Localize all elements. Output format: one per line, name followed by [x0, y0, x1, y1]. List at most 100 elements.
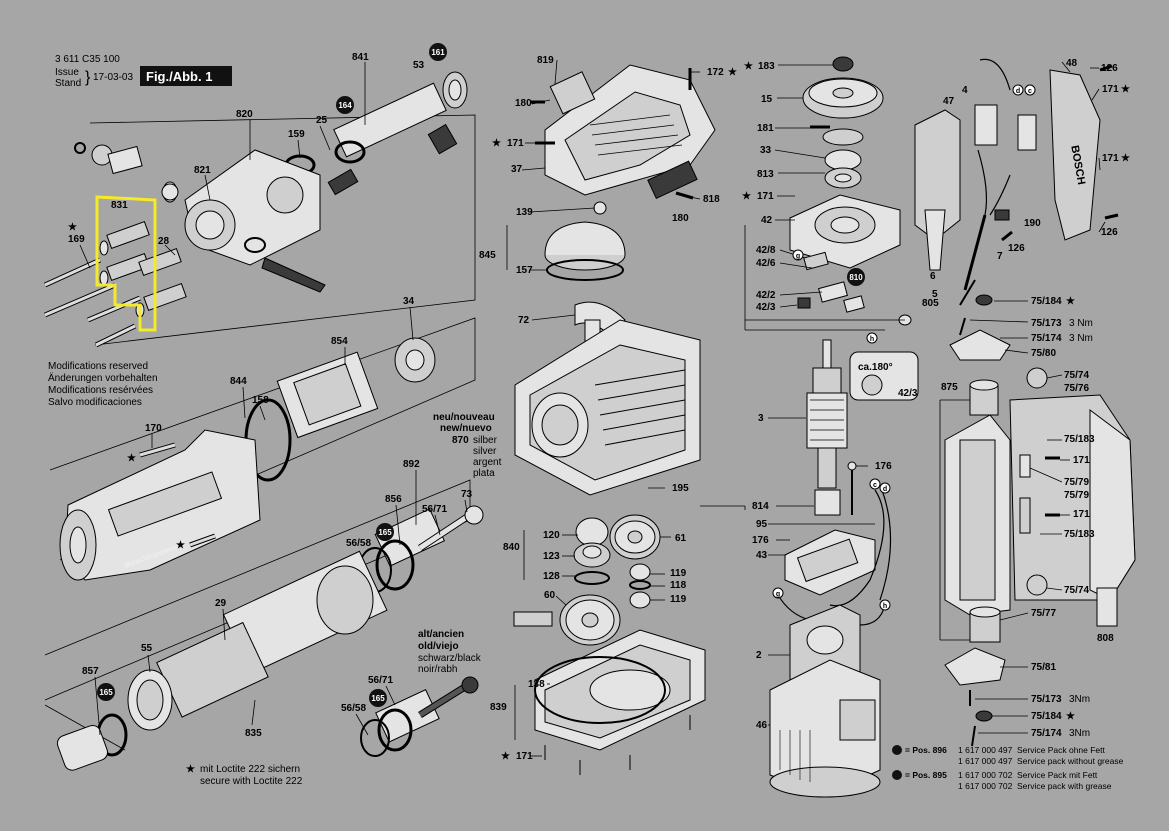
svg-text:158: 158: [252, 395, 269, 406]
svg-text:★: ★: [492, 138, 501, 149]
badge-165c: [369, 689, 387, 707]
svg-text:75/79: 75/79: [1064, 477, 1089, 488]
badge-165b: [97, 683, 115, 701]
cover-47: [914, 109, 961, 241]
svg-text:844: 844: [230, 376, 247, 387]
svg-text:171: 171: [1102, 153, 1119, 164]
svg-text:183: 183: [758, 61, 775, 72]
svg-text:856: 856: [385, 494, 402, 505]
svg-text:56/71: 56/71: [368, 675, 393, 686]
svg-text:181: 181: [757, 123, 774, 134]
handle-cover-48: [1049, 69, 1101, 241]
svg-text:165: 165: [378, 528, 392, 537]
svg-text:75/77: 75/77: [1031, 608, 1056, 619]
badge-165a: [376, 523, 394, 541]
svg-text:d: d: [1016, 88, 1020, 95]
svg-text:810: 810: [849, 273, 863, 282]
svg-text:805: 805: [922, 298, 939, 309]
center-labels: 819 180 172 ★ ★ 171 37 818 180 139 845 1…: [479, 55, 737, 762]
svg-text:157: 157: [516, 265, 533, 276]
wedge-part: [327, 168, 359, 196]
svg-text:53: 53: [413, 60, 425, 71]
svg-text:1 617 000 702: 1 617 000 702: [958, 781, 1013, 791]
svg-text:Modifications reserved: Modifications reserved: [48, 361, 148, 372]
svg-text:195: 195: [672, 483, 689, 494]
fig-label-box: [140, 66, 232, 86]
svg-text:★: ★: [1121, 84, 1130, 95]
svg-text:75/74: 75/74: [1064, 370, 1089, 381]
svg-text:★: ★: [1121, 153, 1130, 164]
svg-text:3: 3: [758, 413, 764, 424]
svg-text:75/81: 75/81: [1031, 662, 1056, 673]
svg-text:819: 819: [537, 55, 554, 66]
issue-label: Issue: [55, 67, 79, 78]
svg-text:Salvo modificaciones: Salvo modificaciones: [48, 397, 142, 408]
svg-text:870: 870: [452, 435, 469, 446]
svg-text:2: 2: [756, 650, 762, 661]
svg-text:33: 33: [760, 145, 772, 156]
header: 3 611 C35 100 Issue Stand } 17-03-03 Fig…: [55, 54, 232, 89]
svg-text:Modifications resérvées: Modifications resérvées: [48, 385, 153, 396]
svg-text:139: 139: [516, 207, 533, 218]
center-assembly: [513, 64, 716, 775]
svg-text:176: 176: [752, 535, 769, 546]
doc-number: 3 611 C35 100: [55, 54, 120, 65]
svg-text:Service pack with grease: Service pack with grease: [1017, 781, 1112, 791]
svg-text:42/8: 42/8: [756, 245, 776, 256]
svg-text:48: 48: [1066, 58, 1078, 69]
svg-text:75/174: 75/174: [1031, 333, 1062, 344]
svg-text:25: 25: [316, 115, 328, 126]
svg-text:818: 818: [703, 194, 720, 205]
left-labels: 841 53 820 159 25 821 831 28 ★ 169 34 85…: [68, 52, 502, 739]
svg-text:118: 118: [670, 580, 687, 591]
svg-text:120: 120: [543, 530, 560, 541]
leader-lines-left: [79, 62, 468, 736]
svg-text:171: 171: [757, 191, 774, 202]
cover-75-81: [944, 647, 1006, 686]
badge-810: [847, 268, 865, 286]
svg-text:3 Nm: 3 Nm: [1069, 333, 1093, 344]
svg-text:814: 814: [752, 501, 769, 512]
svg-text:180: 180: [515, 98, 532, 109]
svg-text:new/nuevo: new/nuevo: [440, 423, 492, 434]
cylinder-assembly: [44, 550, 388, 771]
svg-text:171: 171: [1073, 455, 1090, 466]
motor-assembly: [769, 56, 919, 798]
switch-4: [974, 104, 998, 146]
svg-text:37: 37: [511, 164, 523, 175]
svg-text:4: 4: [962, 85, 968, 96]
svg-text:171: 171: [516, 751, 533, 762]
svg-text:secure with Loctite 222: secure with Loctite 222: [200, 776, 303, 787]
svg-text:Änderungen vorbehalten: Änderungen vorbehalten: [48, 372, 158, 384]
svg-text:892: 892: [403, 459, 420, 470]
svg-text:56/71: 56/71: [422, 504, 447, 515]
svg-text:55: 55: [141, 643, 153, 654]
svg-text:75/173: 75/173: [1031, 318, 1062, 329]
svg-text:821: 821: [194, 165, 211, 176]
svg-text:854: 854: [331, 336, 348, 347]
svg-text:165: 165: [99, 688, 113, 697]
svg-text:170: 170: [145, 423, 162, 434]
svg-text:808: 808: [1097, 633, 1114, 644]
spring-set-831: [99, 220, 187, 318]
svg-text:875: 875: [941, 382, 958, 393]
svg-text:840: 840: [503, 542, 520, 553]
cap-857: [56, 724, 109, 771]
svg-text:alt/ancien: alt/ancien: [418, 629, 464, 640]
svg-text:128: 128: [543, 571, 560, 582]
svg-text:72: 72: [518, 315, 530, 326]
svg-text:841: 841: [352, 52, 369, 63]
left-assembly: [43, 71, 476, 348]
svg-text:161: 161: [431, 48, 445, 57]
lever-28: [261, 257, 326, 293]
svg-text:old/viejo: old/viejo: [418, 641, 459, 652]
svg-text:★: ★: [127, 453, 136, 464]
svg-text:★: ★: [186, 764, 195, 775]
svg-text:845: 845: [479, 250, 496, 261]
svg-text:42/2: 42/2: [756, 290, 776, 301]
svg-text:34: 34: [403, 296, 415, 307]
svg-text:56/58: 56/58: [346, 538, 371, 549]
svg-text:159: 159: [288, 129, 305, 140]
svg-text:43: 43: [756, 550, 768, 561]
svg-text:29: 29: [215, 598, 227, 609]
